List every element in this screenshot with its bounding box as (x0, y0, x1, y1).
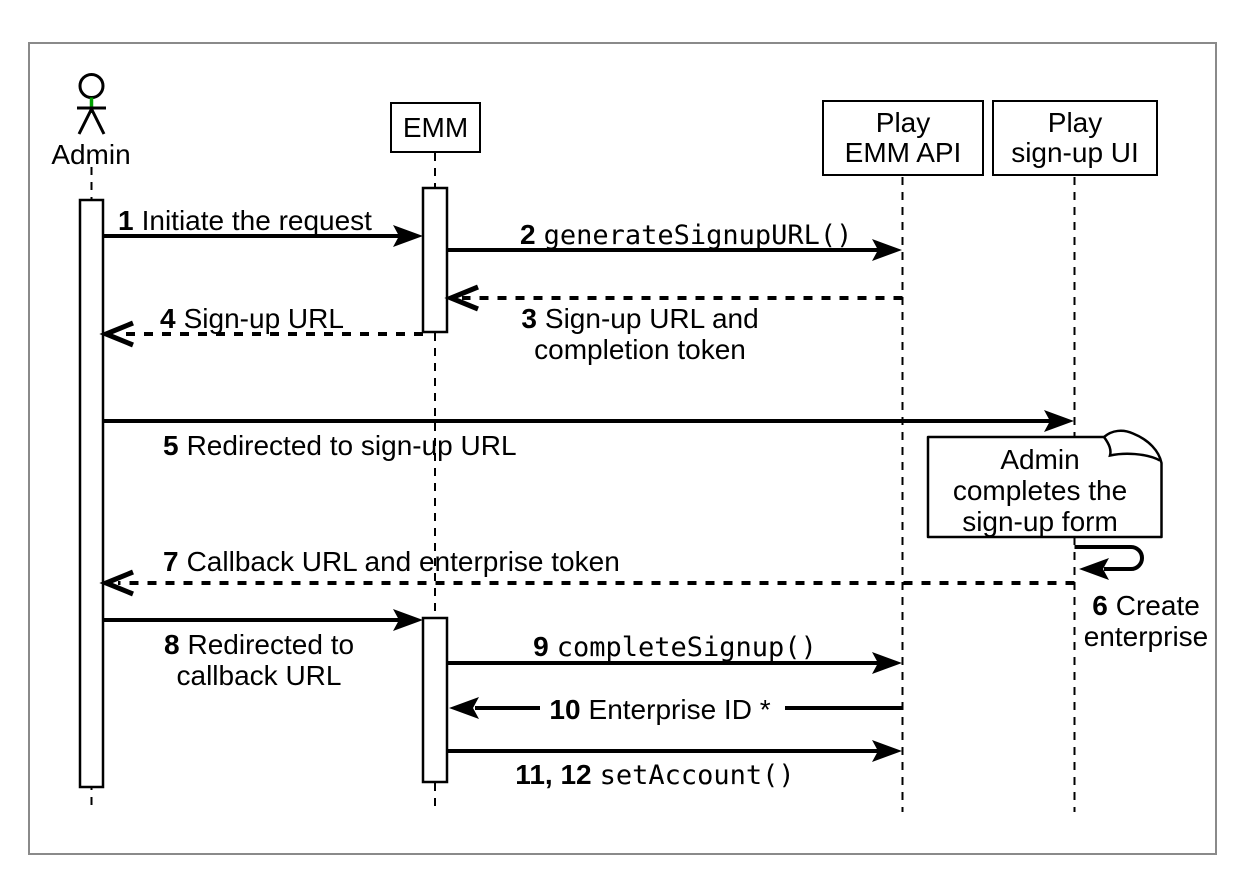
note-text-line1: Admin (1000, 444, 1080, 475)
participant-box-emm: EMM (390, 102, 481, 153)
participant-play-signup-ui-line1: Play (1047, 107, 1103, 138)
message-5-arrowhead (1044, 410, 1074, 432)
actor-icon (77, 73, 106, 135)
message-9-text: completeSignup() (556, 632, 817, 663)
participant-admin-label: Admin (51, 139, 131, 170)
message-6-number: 6 (1092, 590, 1108, 621)
message-10-number: 10 (549, 694, 581, 725)
message-4-arrowhead (99, 320, 134, 348)
message-4-text: Sign-up URL (183, 303, 344, 334)
message-1-text: Initiate the request (141, 205, 372, 236)
note-box (926, 429, 1163, 539)
participant-play-emm-api-line2: EMM API (844, 137, 962, 168)
message-6-arrowhead (1079, 558, 1109, 580)
actor-legs (77, 108, 106, 135)
message-8-number: 8 (163, 629, 180, 660)
message-5-text: Redirected to sign-up URL (186, 430, 517, 461)
diagram-border (28, 42, 1217, 855)
message-7-number: 7 (163, 546, 179, 577)
participant-box-play-signup-ui: Play sign-up UI (992, 100, 1158, 176)
message-3-number: 3 (521, 303, 537, 334)
participant-play-emm-api-line1: Play (875, 107, 931, 138)
participant-box-play-emm-api: Play EMM API (822, 100, 984, 176)
message-2-number: 2 (520, 219, 536, 250)
note-text-line2: completes the (952, 475, 1128, 506)
message-10-arrowhead (449, 697, 479, 719)
message-11-12-number: 11, 12 (515, 759, 592, 790)
message-3-text-line2: completion token (534, 334, 746, 365)
participant-play-signup-ui-line2: sign-up UI (1011, 137, 1139, 168)
message-7-arrowhead (99, 569, 134, 597)
activation-emm-2 (421, 616, 449, 784)
message-8-arrowhead (393, 609, 423, 631)
note-text: Admin completes the sign-up form (930, 444, 1150, 537)
message-9-number: 9 (533, 631, 549, 662)
note-text-line3: sign-up form (962, 506, 1118, 537)
message-10-text: Enterprise ID * (588, 694, 771, 725)
message-9-arrowhead (872, 652, 902, 674)
message-7-text: Callback URL and enterprise token (186, 546, 620, 577)
note-fold (1102, 436, 1161, 462)
activation-emm-1 (421, 186, 449, 334)
participant-emm-label: EMM (402, 111, 469, 143)
message-6-text-line2: enterprise (1083, 621, 1209, 652)
actor-head (78, 73, 105, 99)
message-2-text: generateSignupURL() (543, 220, 853, 251)
message-4-number: 4 (160, 303, 176, 334)
message-6-loop-line (1074, 545, 1144, 571)
message-3-arrowhead (444, 284, 479, 312)
message-2-arrowhead (872, 239, 902, 261)
message-5-number: 5 (163, 430, 179, 461)
activation-admin (78, 198, 105, 789)
message-1-number: 1 (118, 205, 134, 236)
message-1-arrowhead (393, 225, 423, 247)
message-11-12-arrowhead (872, 740, 902, 762)
message-8-text-line2: callback URL (176, 660, 342, 691)
message-11-12-text: setAccount() (599, 760, 795, 791)
